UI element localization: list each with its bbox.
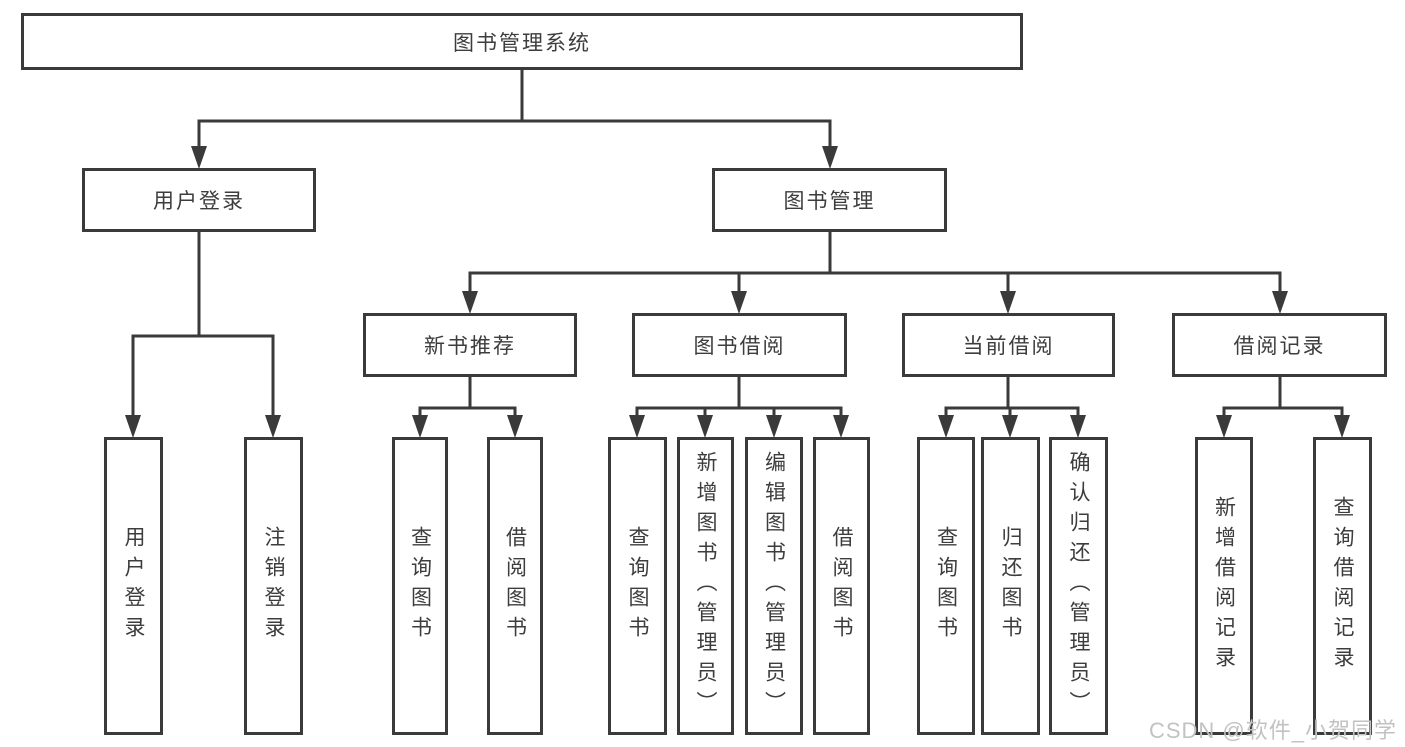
arrowhead-icon: [766, 415, 782, 438]
node-leaf-add-borrow-record: 新增借阅记录: [1195, 437, 1253, 735]
node-label: 新增借阅记录: [1212, 496, 1236, 676]
node-leaf-query-books-2: 查询图书: [608, 437, 667, 735]
node-label: 查询图书: [626, 526, 649, 646]
node-label: 图书借阅: [693, 335, 786, 358]
node-label: 借阅图书: [503, 526, 527, 646]
arrowhead-icon: [1002, 415, 1018, 438]
node-leaf-edit-books-admin: 编辑图书（管理员）: [745, 437, 803, 735]
arrowhead-icon: [1216, 415, 1232, 438]
node-leaf-confirm-return-admin: 确认归还（管理员）: [1049, 437, 1108, 735]
node-label: 借阅记录: [1233, 335, 1326, 358]
node-leaf-borrow-books-2: 借阅图书: [813, 437, 870, 735]
arrowhead-icon: [462, 291, 478, 314]
arrowhead-icon: [1000, 291, 1016, 314]
node-leaf-add-books-admin: 新增图书（管理员）: [677, 437, 734, 735]
node-borrowing-records: 借阅记录: [1172, 313, 1387, 377]
node-label: 借阅图书: [830, 526, 853, 646]
node-leaf-borrow-books-1: 借阅图书: [487, 437, 543, 735]
node-label: 查询图书: [934, 526, 958, 646]
node-label: 注销登录: [262, 526, 285, 646]
node-new-book-recommend: 新书推荐: [363, 313, 577, 377]
node-leaf-query-borrow-record: 查询借阅记录: [1313, 437, 1372, 735]
arrowhead-icon: [697, 415, 713, 438]
arrowhead-icon: [1272, 291, 1288, 314]
node-label: 图书管理系统: [453, 31, 591, 55]
node-label: 用户登录: [153, 190, 245, 213]
arrowhead-icon: [1070, 415, 1086, 438]
node-label: 图书管理: [783, 190, 876, 213]
node-book-borrowing: 图书借阅: [632, 313, 847, 377]
node-label: 查询借阅记录: [1331, 496, 1354, 676]
node-label: 确认归还（管理员）: [1067, 451, 1090, 721]
node-root: 图书管理系统: [21, 13, 1023, 70]
node-label: 查询图书: [408, 526, 432, 646]
arrowhead-icon: [125, 415, 141, 438]
node-current-borrowing: 当前借阅: [902, 313, 1115, 377]
arrowhead-icon: [938, 415, 954, 438]
arrowhead-icon: [191, 146, 207, 169]
arrowhead-icon: [1334, 415, 1350, 438]
node-label: 新增图书（管理员）: [694, 451, 717, 721]
node-label: 归还图书: [999, 526, 1022, 646]
node-label: 用户登录: [122, 526, 145, 646]
node-book-management: 图书管理: [712, 168, 947, 232]
node-label: 当前借阅: [962, 335, 1055, 358]
arrowhead-icon: [507, 415, 523, 438]
node-label: 新书推荐: [424, 335, 516, 358]
arrowhead-icon: [833, 415, 849, 438]
arrowhead-icon: [731, 291, 747, 314]
node-leaf-user-login: 用户登录: [104, 437, 163, 735]
node-leaf-return-books: 归还图书: [981, 437, 1040, 735]
node-user-login: 用户登录: [82, 168, 316, 232]
node-label: 编辑图书（管理员）: [762, 451, 786, 721]
arrowhead-icon: [412, 415, 428, 438]
node-leaf-query-books-1: 查询图书: [392, 437, 448, 735]
arrowhead-icon: [629, 415, 645, 438]
node-leaf-query-books-3: 查询图书: [917, 437, 975, 735]
arrowhead-icon: [265, 415, 281, 438]
node-leaf-logout: 注销登录: [244, 437, 303, 735]
arrowhead-icon: [822, 146, 838, 169]
